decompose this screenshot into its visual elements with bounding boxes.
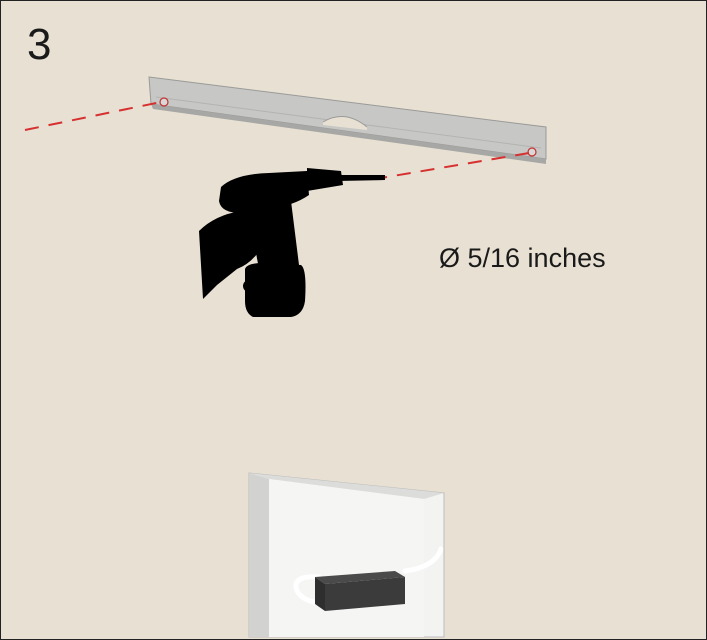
wall-rail [148,76,547,164]
hand-icon [199,209,284,299]
drill-bit-size-label: Ø 5/16 inches [439,243,606,273]
left-mounting-hole [159,97,169,107]
left-guide-line [24,101,162,131]
step-number: 3 [27,20,52,69]
power-cable [293,546,444,606]
drill-guide-lines [24,101,530,179]
right-mounting-hole [527,147,537,157]
power-supply-box [315,571,405,611]
right-guide-line [380,152,530,179]
wall-recess [248,472,445,638]
